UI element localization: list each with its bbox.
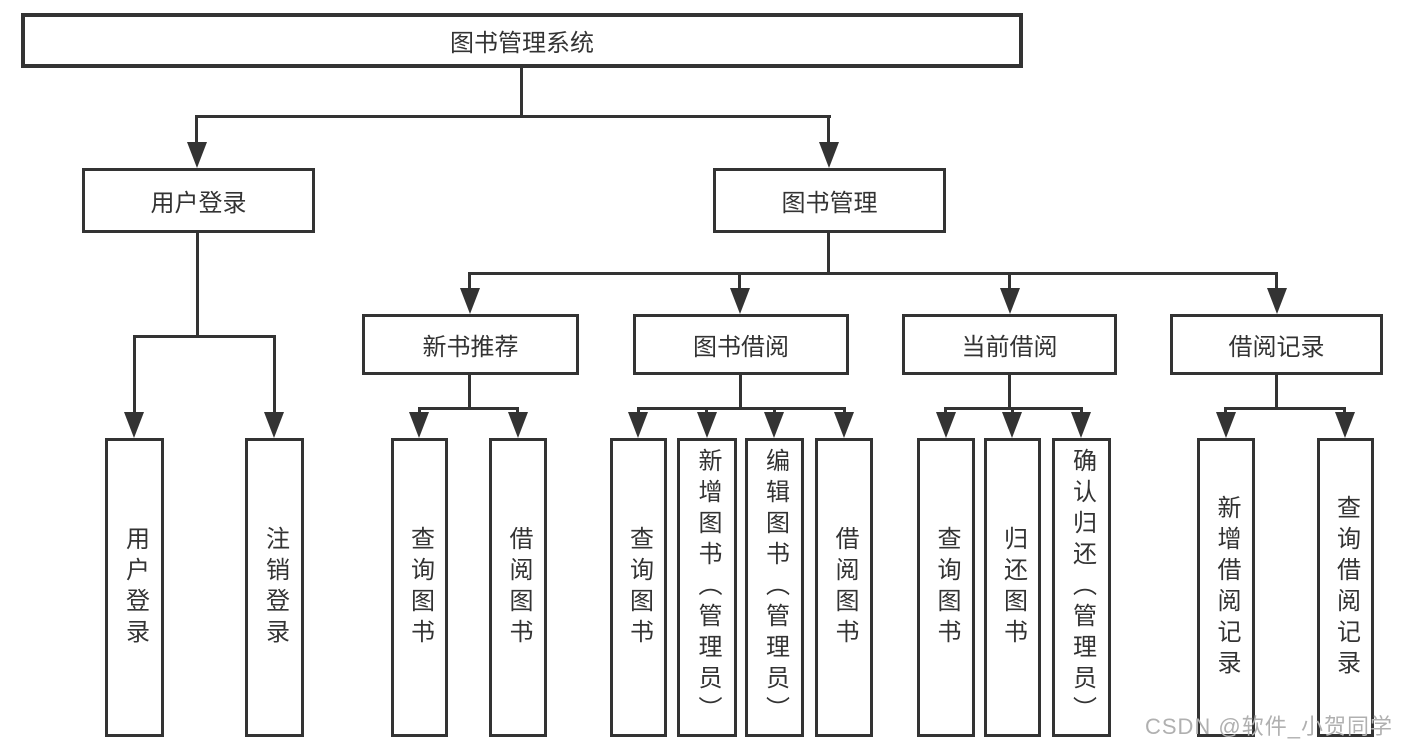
connector-line bbox=[468, 375, 471, 410]
arrow-down-icon bbox=[1216, 412, 1236, 438]
node-book-borrow: 图书借阅 bbox=[633, 314, 849, 375]
connector-line bbox=[195, 115, 198, 145]
connector-line bbox=[418, 407, 421, 416]
leaf-records-add-record: 新增借阅记录 bbox=[1197, 438, 1255, 737]
arrow-down-icon bbox=[1002, 412, 1022, 438]
leaf-logout: 注销登录 bbox=[245, 438, 304, 737]
node-book-management: 图书管理 bbox=[713, 168, 946, 233]
connector-line bbox=[196, 233, 199, 338]
leaf-borrow-edit-books-admin: 编辑图书（管理员） bbox=[745, 438, 804, 737]
arrow-down-icon bbox=[628, 412, 648, 438]
connector-line bbox=[738, 272, 741, 292]
arrow-down-icon bbox=[1000, 288, 1020, 314]
node-user-login: 用户登录 bbox=[82, 168, 315, 233]
connector-line bbox=[637, 407, 845, 410]
connector-line bbox=[1275, 375, 1278, 410]
arrow-down-icon bbox=[124, 412, 144, 438]
connector-line bbox=[468, 272, 1278, 275]
arrow-down-icon bbox=[1267, 288, 1287, 314]
connector-line bbox=[705, 407, 708, 416]
connector-line bbox=[1008, 375, 1011, 410]
connector-line bbox=[739, 375, 742, 410]
node-new-book-recommend: 新书推荐 bbox=[362, 314, 579, 375]
connector-line bbox=[516, 407, 519, 416]
leaf-user-login: 用户登录 bbox=[105, 438, 164, 737]
arrow-down-icon bbox=[764, 412, 784, 438]
connector-line bbox=[468, 272, 471, 292]
arrow-down-icon bbox=[508, 412, 528, 438]
arrow-down-icon bbox=[819, 142, 839, 168]
node-system-root: 图书管理系统 bbox=[21, 13, 1023, 68]
connector-line bbox=[1011, 407, 1014, 416]
arrow-down-icon bbox=[460, 288, 480, 314]
arrow-down-icon bbox=[834, 412, 854, 438]
connector-line bbox=[520, 68, 523, 118]
leaf-borrow-borrow-books: 借阅图书 bbox=[815, 438, 873, 737]
leaf-recommend-borrow-books: 借阅图书 bbox=[489, 438, 547, 737]
csdn-watermark: CSDN @软件_小贺同学 bbox=[1144, 714, 1393, 739]
leaf-borrow-query-books: 查询图书 bbox=[610, 438, 667, 737]
leaf-current-return-books: 归还图书 bbox=[984, 438, 1041, 737]
connector-line bbox=[843, 407, 846, 416]
connector-line bbox=[1224, 407, 1346, 410]
arrow-down-icon bbox=[187, 142, 207, 168]
connector-line bbox=[1080, 407, 1083, 416]
arrow-down-icon bbox=[409, 412, 429, 438]
arrow-down-icon bbox=[1335, 412, 1355, 438]
connector-line bbox=[1275, 272, 1278, 292]
connector-line bbox=[418, 407, 519, 410]
connector-line bbox=[133, 335, 136, 415]
connector-line bbox=[1343, 407, 1346, 416]
connector-line bbox=[944, 407, 947, 416]
arrow-down-icon bbox=[264, 412, 284, 438]
connector-line bbox=[133, 335, 276, 338]
connector-line bbox=[1224, 407, 1227, 416]
leaf-current-query-books: 查询图书 bbox=[917, 438, 975, 737]
leaf-records-query-record: 查询借阅记录 bbox=[1317, 438, 1374, 737]
arrow-down-icon bbox=[697, 412, 717, 438]
node-current-borrow: 当前借阅 bbox=[902, 314, 1117, 375]
arrow-down-icon bbox=[730, 288, 750, 314]
leaf-recommend-query-books: 查询图书 bbox=[391, 438, 448, 737]
arrow-down-icon bbox=[936, 412, 956, 438]
connector-line bbox=[637, 407, 640, 416]
connector-line bbox=[1008, 272, 1011, 292]
connector-line bbox=[827, 233, 830, 275]
connector-line bbox=[273, 335, 276, 415]
node-borrow-records: 借阅记录 bbox=[1170, 314, 1383, 375]
connector-line bbox=[195, 115, 831, 118]
leaf-current-confirm-return-admin: 确认归还（管理员） bbox=[1052, 438, 1111, 737]
connector-line bbox=[773, 407, 776, 416]
connector-line bbox=[827, 115, 830, 145]
leaf-borrow-add-books-admin: 新增图书（管理员） bbox=[677, 438, 737, 737]
arrow-down-icon bbox=[1071, 412, 1091, 438]
